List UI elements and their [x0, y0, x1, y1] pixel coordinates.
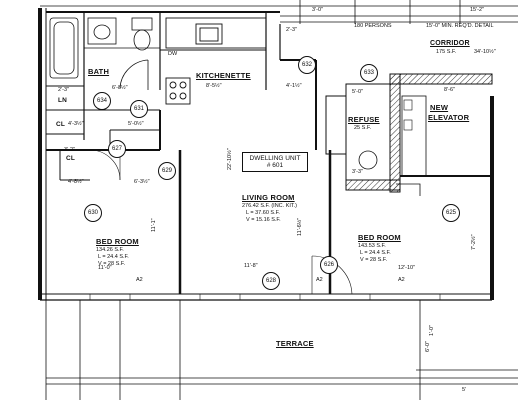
bedroom-1-area: 134.26 S.F. [96, 247, 124, 253]
bedroom-2-vent: V = 28 S.F. [360, 257, 388, 263]
room-label-bedroom-2: BED ROOM [358, 233, 401, 242]
dim-label: 5'-0" [352, 89, 363, 95]
dwelling-unit-number: # 601 [266, 162, 284, 169]
living-vent: V = 15.16 S.F. [246, 217, 281, 223]
room-tag: 629 [158, 162, 176, 180]
bathroom-fixtures [49, 12, 161, 140]
dim-label: 11'-1" [151, 218, 157, 232]
room-label-bath: BATH [88, 67, 110, 76]
closet-label-cl: CL [66, 155, 76, 162]
refuse-area: 25 S.F. [354, 125, 372, 131]
dim-label: 4'-1½" [286, 83, 302, 89]
dim-label: 3'-3" [352, 169, 363, 175]
dwelling-unit-box: DWELLING UNIT # 601 [242, 152, 308, 172]
dim-label: 2'-3" [286, 27, 297, 33]
grid-marker: A2 [136, 277, 143, 283]
room-tag: 628 [262, 272, 280, 290]
dim-label: 11'-0" [98, 265, 112, 271]
grid-marker: A2 [316, 277, 323, 283]
room-label-new: NEW [430, 103, 449, 112]
room-label-living: LIVING ROOM [242, 193, 295, 202]
living-light: L = 37.60 S.F. [246, 210, 280, 216]
dim-label: 4'-8½" [68, 179, 84, 185]
top-dimension-lines [40, 0, 518, 24]
dim-label: 5'-0½" [128, 121, 144, 127]
closet-label-cl: CL [56, 121, 66, 128]
dim-label: 22'-10½" [227, 148, 233, 170]
core-walls [325, 73, 493, 196]
dim-label: 8'-6" [444, 87, 455, 93]
dim-label: 34'-10½" [474, 49, 496, 55]
dim-label: 6'-3½" [134, 179, 150, 185]
dim-label: 5' [462, 387, 467, 393]
kitchenette-counter [160, 12, 267, 105]
closet-label-ln: LN [58, 97, 68, 104]
bedroom-2-light: L = 24.4 S.F. [360, 250, 391, 256]
bedroom-1-light: L = 24.4 S.F. [98, 254, 129, 260]
closet-walls [46, 85, 160, 181]
room-label-terrace: TERRACE [276, 339, 314, 348]
dim-label: 12'-10" [398, 265, 416, 271]
min-req-note: 15'-0" MIN. REQ'D. DETAIL [426, 23, 494, 29]
dim-label: 6'-0" [425, 341, 431, 352]
room-tag: 627 [108, 140, 126, 158]
dim-label: 11'-8" [244, 263, 258, 269]
terrace-lines [45, 300, 518, 400]
dim-label: 3'-2" [64, 147, 75, 153]
dim-label: 3'-0" [312, 7, 323, 13]
grid-marker: A2 [398, 277, 405, 283]
bedroom-1-vent: V = 28 S.F. [98, 261, 126, 267]
room-tag: 625 [442, 204, 460, 222]
dim-label: 2'-3" [58, 87, 69, 93]
dw-label: DW [168, 51, 178, 57]
dim-label: 7'-2½" [471, 234, 477, 250]
room-tag: 632 [298, 56, 316, 74]
room-tag: 630 [84, 204, 102, 222]
exterior-walls [38, 8, 494, 301]
room-tag: 633 [360, 64, 378, 82]
room-label-corridor: CORRIDOR [430, 40, 470, 47]
room-tag: 634 [93, 92, 111, 110]
living-area: 276.42 S.F. (INC. KIT.) [242, 203, 298, 209]
room-area-corridor: 175 S.F. [436, 49, 457, 55]
room-label-elevator: ELEVATOR [428, 113, 470, 122]
dwelling-unit-title: DWELLING UNIT [249, 155, 301, 162]
bedroom-2-area: 143.53 S.F. [358, 243, 386, 249]
room-label-bedroom-1: BED ROOM [96, 237, 139, 246]
room-label-kitchenette: KITCHENETTE [196, 71, 251, 80]
dim-label: 6'-8½" [112, 85, 128, 91]
dim-label: 4'-3½" [68, 121, 84, 127]
dim-label: 11'-6½" [297, 217, 303, 236]
room-tag: 631 [130, 100, 148, 118]
dim-label: 15'-2" [470, 7, 485, 13]
window-marks [89, 294, 441, 300]
room-label-refuse: REFUSE [348, 115, 380, 124]
dim-label: 8'-5½" [206, 83, 222, 89]
persons-note: 180 PERSONS [354, 23, 392, 29]
room-tag: 626 [320, 256, 338, 274]
dim-label: 1'-0" [429, 325, 435, 336]
